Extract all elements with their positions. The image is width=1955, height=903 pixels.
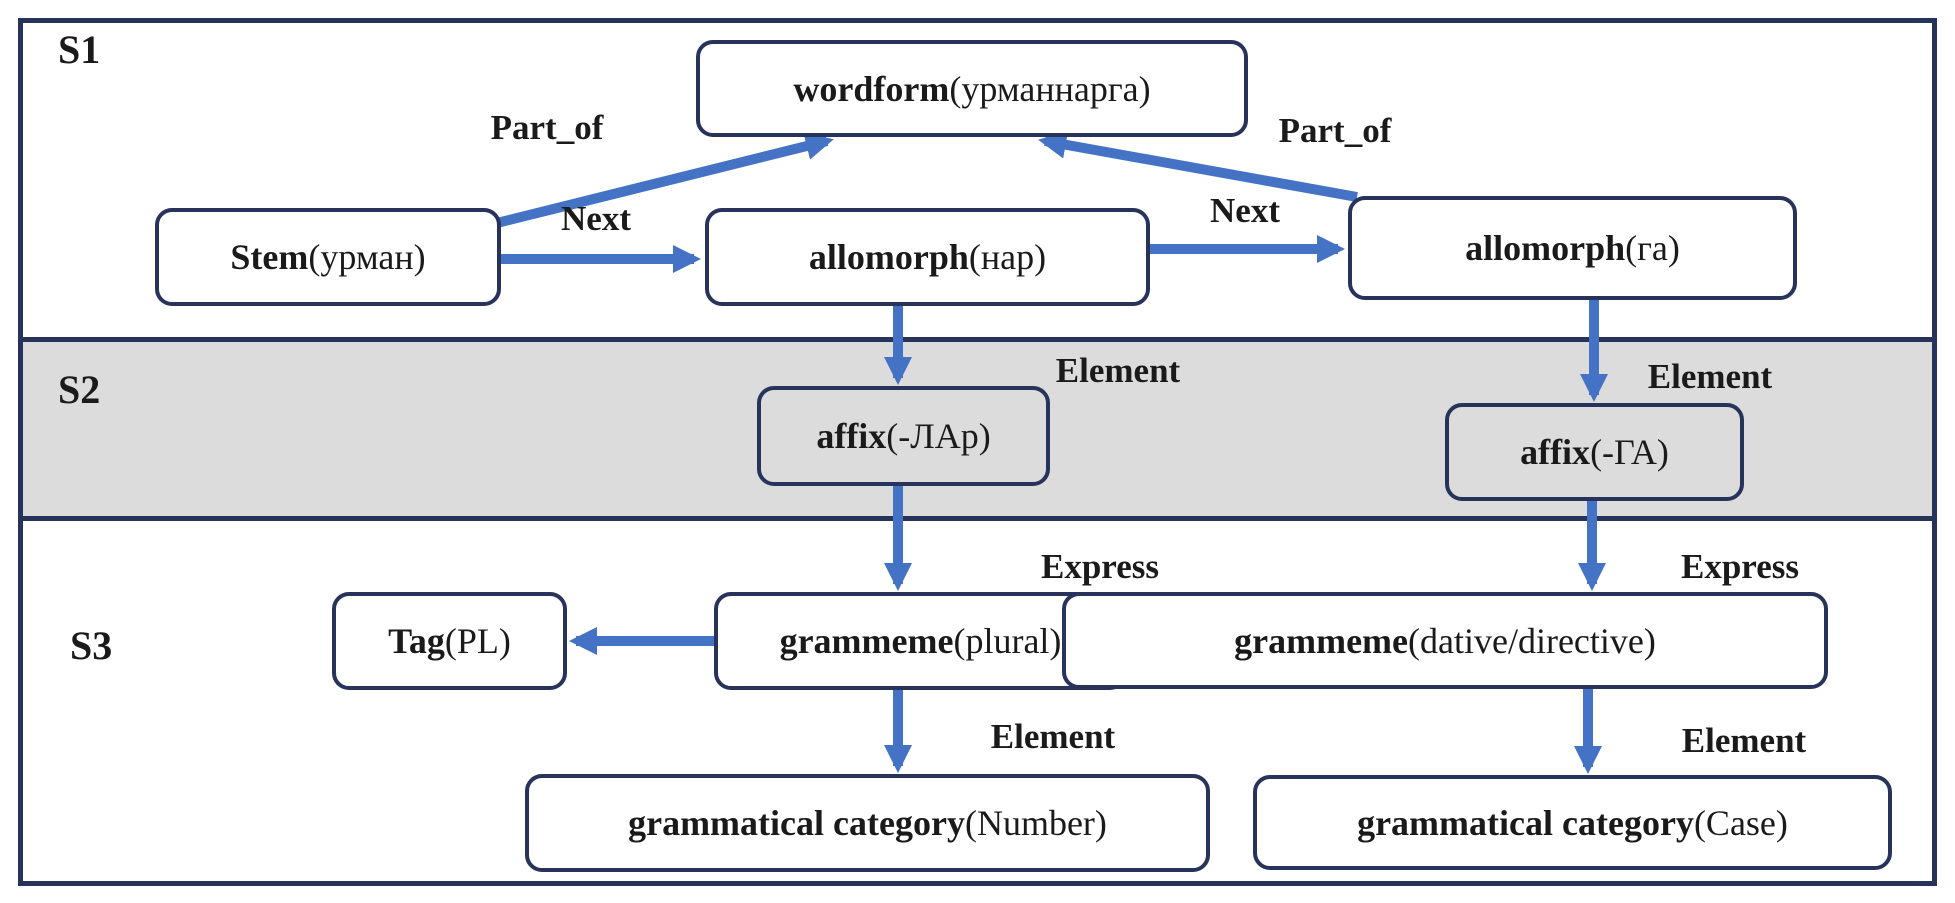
node-wordform: wordform(урманнарга) (696, 40, 1248, 137)
node-allomorph-nar-name: allomorph (808, 237, 969, 277)
node-gramcat-number-name: grammatical category (628, 803, 965, 843)
node-grammeme-plural-name: grammeme (779, 621, 954, 661)
node-stem: Stem(урман) (155, 208, 501, 306)
node-grammeme-plural: grammeme(plural) (714, 592, 1127, 690)
edge-label-part-of-right: Part_of (1278, 111, 1392, 150)
edge-label-express-left: Express (1041, 547, 1159, 586)
node-allomorph-nar-value: (нар) (968, 237, 1047, 277)
arrow-part-of-stem-to-wordform (495, 132, 834, 228)
node-affix-ga: affix(-ГА) (1445, 403, 1744, 501)
node-tag-name: Tag (388, 621, 445, 661)
node-gramcat-case-name: grammatical category (1357, 802, 1694, 843)
edge-label-element-s2-right: Element (1647, 357, 1773, 396)
node-gramcat-number: grammatical category (Number) (525, 774, 1210, 872)
edge-label-element-s2-left: Element (1055, 351, 1181, 390)
edge-label-element-s3-left: Element (990, 717, 1116, 756)
node-allomorph-ga-value: (га) (1625, 228, 1680, 268)
node-grammeme-plural-value: (plural) (953, 621, 1062, 661)
node-grammeme-dative: grammeme (dative/directive) (1062, 592, 1828, 689)
arrow-part-of-allomorph-ga-to-wordform (1038, 130, 1358, 202)
node-tag: Tag (PL) (332, 592, 567, 690)
node-affix-ga-value: (-ГА) (1590, 432, 1669, 472)
node-gramcat-number-value: (Number) (964, 803, 1107, 843)
edge-label-next-left: Next (561, 199, 631, 238)
node-tag-value: (PL) (444, 621, 511, 661)
node-wordform-name: wordform (793, 68, 950, 109)
node-affix-lar: affix(-ЛАр) (757, 386, 1050, 486)
edge-label-express-right: Express (1681, 547, 1799, 586)
node-allomorph-ga-name: allomorph (1465, 228, 1626, 268)
diagram-frame (18, 18, 1937, 886)
node-stem-name: Stem (230, 237, 309, 277)
node-wordform-value: (урманнарга) (949, 68, 1151, 109)
edge-label-element-s3-right: Element (1681, 721, 1807, 760)
section-s2-band (20, 337, 1935, 521)
node-allomorph-nar: allomorph(нар) (705, 208, 1150, 306)
node-affix-ga-name: affix (1520, 432, 1591, 472)
node-stem-value: (урман) (308, 237, 426, 277)
node-gramcat-case: grammatical category (Case) (1253, 775, 1892, 870)
node-allomorph-ga: allomorph(га) (1348, 196, 1797, 300)
section-label-s1: S1 (58, 27, 101, 72)
node-affix-lar-name: affix (816, 416, 887, 456)
section-label-s2: S2 (58, 367, 101, 412)
node-grammeme-dative-name: grammeme (1234, 620, 1409, 661)
node-gramcat-case-value: (Case) (1693, 802, 1788, 843)
section-label-s3: S3 (70, 623, 113, 668)
edge-label-next-right: Next (1210, 191, 1280, 230)
node-affix-lar-value: (-ЛАр) (886, 416, 991, 456)
edge-label-part-of-left: Part_of (490, 108, 604, 147)
node-grammeme-dative-value: (dative/directive) (1408, 620, 1656, 661)
